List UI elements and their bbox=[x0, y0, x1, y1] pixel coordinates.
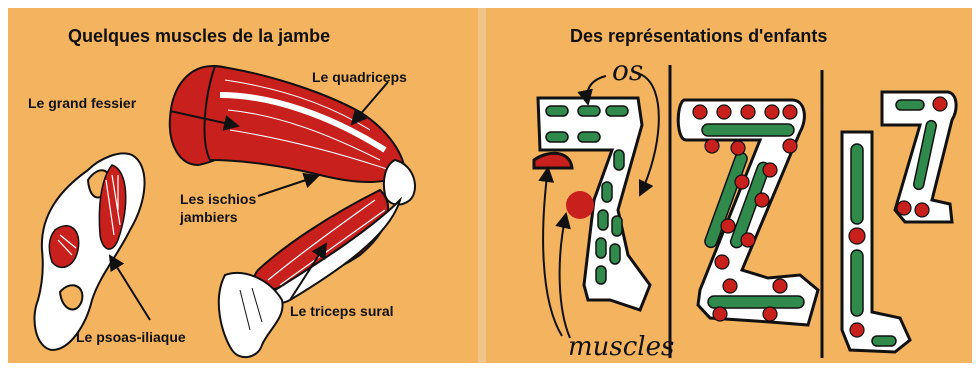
label-psoas-iliaque: Le psoas-iliaque bbox=[76, 328, 186, 346]
panel-divider bbox=[478, 8, 486, 363]
label-ischios-line2: jambiers bbox=[180, 208, 238, 226]
right-panel-title: Des représentations d'enfants bbox=[570, 26, 827, 47]
label-quadriceps: Le quadriceps bbox=[312, 68, 407, 86]
label-grand-fessier: Le grand fessier bbox=[28, 94, 136, 112]
annotation-muscles: muscles bbox=[568, 332, 674, 362]
left-panel-title: Quelques muscles de la jambe bbox=[68, 26, 330, 47]
annotation-os: os bbox=[612, 54, 643, 87]
label-triceps-sural: Le triceps sural bbox=[290, 302, 394, 320]
label-ischios-line1: Les ischios bbox=[180, 190, 256, 208]
